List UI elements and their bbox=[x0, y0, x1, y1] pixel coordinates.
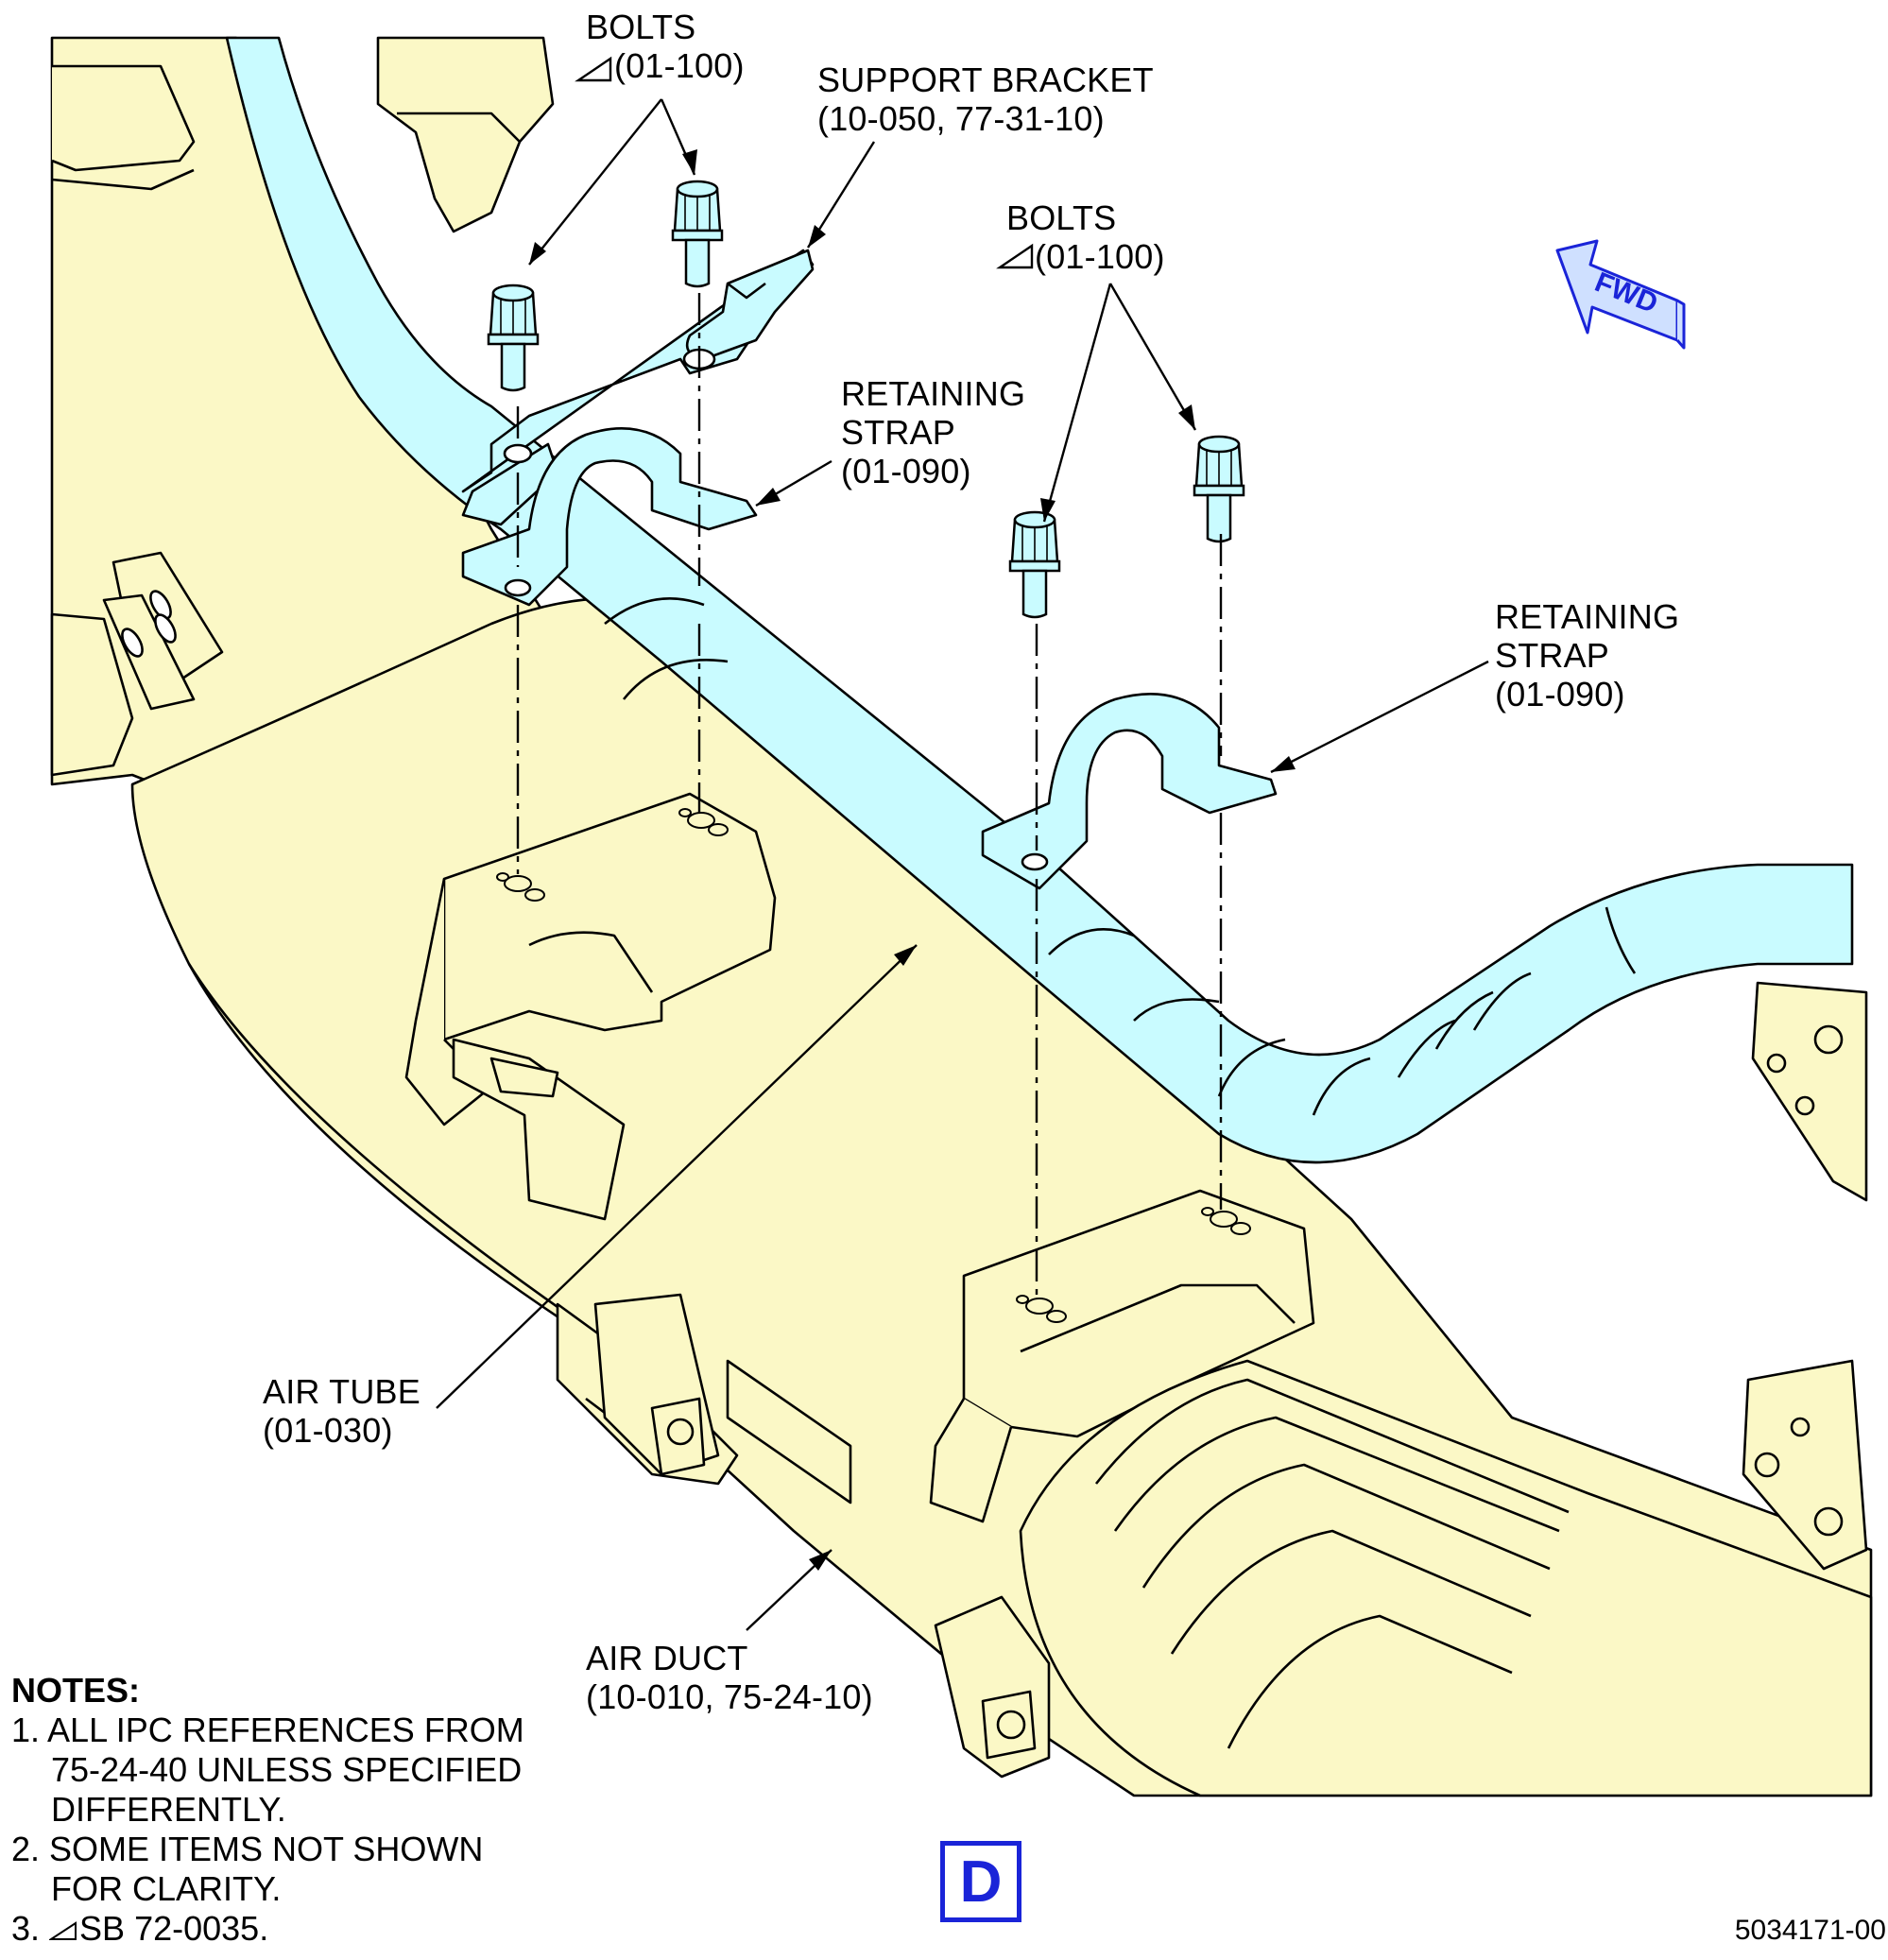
bolt-right-left bbox=[1008, 510, 1061, 619]
callout-air-duct-name: AIR DUCT bbox=[586, 1639, 748, 1677]
note-1-line-1: 1. ALL IPC REFERENCES FROM bbox=[11, 1711, 524, 1749]
note-2-line-2: FOR CLARITY. bbox=[51, 1869, 282, 1908]
note-2-line-1: 2. SOME ITEMS NOT SHOWN bbox=[11, 1830, 484, 1868]
notes-heading: NOTES: bbox=[11, 1671, 141, 1710]
alignment-lines bbox=[516, 293, 1223, 1299]
notes-block: NOTES: 1. ALL IPC REFERENCES FROM 75-24-… bbox=[11, 1671, 524, 1949]
retaining-strap-upper-part bbox=[461, 427, 758, 607]
note-3: 3. SB 72-0035. bbox=[11, 1909, 524, 1949]
callout-retaining-strap-upper-ref: (01-090) bbox=[841, 452, 971, 490]
callout-retaining-strap-right: RETAINING STRAP (01-090) bbox=[1495, 597, 1679, 714]
callout-bolts-right-name: BOLTS bbox=[1006, 198, 1117, 237]
note-1-line-3: DIFFERENTLY. bbox=[51, 1790, 286, 1829]
note-3-number: 3. bbox=[11, 1909, 41, 1948]
note-3-text: SB 72-0035. bbox=[79, 1909, 269, 1948]
callout-bolts-right: BOLTS (01-100) bbox=[1006, 198, 1165, 276]
callout-bolts-upper-name: BOLTS bbox=[586, 8, 696, 46]
callout-retaining-strap-right-line1: RETAINING bbox=[1495, 597, 1680, 636]
callout-bolts-upper: BOLTS (01-100) bbox=[586, 8, 745, 85]
callout-air-duct-ref: (10-010, 75-24-10) bbox=[586, 1677, 873, 1716]
callout-support-bracket-name: SUPPORT BRACKET bbox=[817, 60, 1154, 99]
leader-arrowheads bbox=[529, 149, 1296, 1571]
callout-support-bracket: SUPPORT BRACKET (10-050, 77-31-10) bbox=[817, 60, 1154, 138]
callout-bolts-right-ref: (01-100) bbox=[1035, 237, 1165, 276]
leader-lines bbox=[436, 98, 1489, 1631]
callout-air-tube: AIR TUBE (01-030) bbox=[263, 1372, 421, 1450]
note-1-line-2: 75-24-40 UNLESS SPECIFIED bbox=[51, 1750, 523, 1789]
air-tube-part bbox=[225, 36, 1854, 1164]
support-bracket-part bbox=[461, 249, 815, 526]
fwd-direction-arrow: FWD bbox=[1555, 239, 1686, 350]
callout-retaining-strap-right-ref: (01-090) bbox=[1495, 675, 1625, 714]
callout-retaining-strap-upper-line2: STRAP bbox=[841, 413, 956, 452]
callout-bolts-upper-ref: (01-100) bbox=[614, 46, 745, 85]
callout-retaining-strap-right-line2: STRAP bbox=[1495, 636, 1610, 675]
callout-support-bracket-ref: (10-050, 77-31-10) bbox=[817, 99, 1105, 138]
retaining-strap-right-part bbox=[981, 693, 1278, 890]
callout-air-tube-ref: (01-030) bbox=[263, 1411, 393, 1450]
bolt-upper-left bbox=[487, 284, 540, 392]
view-letter-box: D bbox=[940, 1841, 1021, 1922]
figure-number: 5034171-00 bbox=[1734, 1915, 1886, 1946]
sb-delta-symbols bbox=[575, 56, 1034, 269]
callout-retaining-strap-upper: RETAINING STRAP (01-090) bbox=[841, 374, 1025, 490]
callout-air-tube-name: AIR TUBE bbox=[263, 1372, 421, 1411]
bolt-right-right bbox=[1193, 435, 1245, 543]
air-duct-structure bbox=[50, 36, 1873, 1797]
bolt-upper-center bbox=[671, 180, 724, 288]
mating-holes bbox=[496, 808, 1251, 1323]
callout-retaining-strap-upper-line1: RETAINING bbox=[841, 374, 1026, 413]
delta-icon bbox=[49, 1921, 77, 1941]
callout-air-duct: AIR DUCT (10-010, 75-24-10) bbox=[586, 1639, 873, 1716]
